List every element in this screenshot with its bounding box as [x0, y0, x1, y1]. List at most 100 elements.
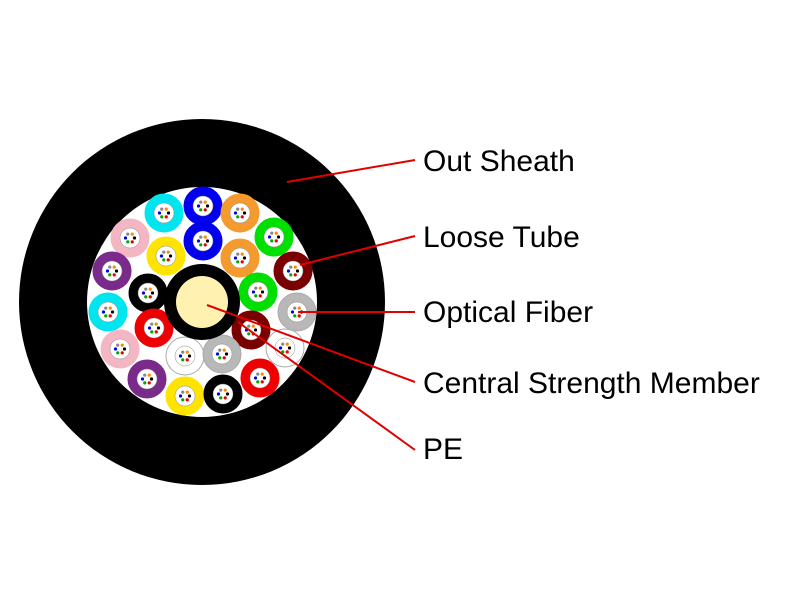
optical-fiber	[147, 326, 152, 330]
optical-fiber	[159, 254, 164, 258]
optical-fiber	[156, 326, 161, 330]
optical-fiber	[166, 250, 170, 254]
loose-tube-bore	[153, 202, 175, 224]
optical-fiber	[258, 294, 262, 298]
optical-fiber	[141, 291, 146, 295]
optical-fiber	[199, 208, 203, 212]
label-optical-fiber: Optical Fiber	[423, 296, 593, 329]
label-pe: PE	[423, 433, 463, 466]
optical-fiber	[236, 215, 240, 219]
optical-fiber	[289, 265, 293, 269]
optical-fiber	[236, 260, 240, 264]
optical-fiber	[181, 350, 185, 354]
loose-tube-bore	[192, 195, 214, 217]
optical-fiber	[187, 354, 192, 358]
optical-fiber	[181, 358, 185, 362]
optical-fiber	[293, 314, 297, 318]
optical-fiber	[219, 396, 223, 400]
loose-tube-purple	[92, 251, 132, 291]
optical-fiber	[199, 235, 203, 239]
optical-fiber	[278, 346, 283, 350]
loose-tube-bore	[282, 260, 304, 282]
optical-fiber	[240, 207, 244, 211]
label-out-sheath: Out Sheath	[423, 145, 575, 178]
loose-tube-bore	[174, 345, 196, 367]
optical-fiber	[126, 240, 130, 244]
loose-tube-bore	[212, 383, 234, 405]
leader-line-pe	[237, 321, 416, 451]
optical-fiber	[247, 332, 251, 336]
optical-fiber	[293, 306, 297, 310]
leader-line-central-strength-member	[206, 304, 416, 383]
optical-fiber	[219, 388, 223, 392]
optical-fiber	[215, 352, 220, 356]
optical-fiber	[108, 314, 112, 318]
optical-fiber	[148, 295, 152, 299]
loose-tube-green	[238, 272, 278, 312]
loose-tube-blue	[183, 221, 223, 261]
optical-fiber	[297, 306, 301, 310]
optical-fiber	[225, 392, 230, 396]
optical-fiber	[216, 392, 221, 396]
loose-tube-bore	[97, 301, 119, 323]
optical-fiber	[154, 330, 158, 334]
optical-fiber	[123, 236, 128, 240]
optical-fiber	[120, 351, 124, 355]
optical-fiber	[104, 306, 108, 310]
loose-tube-green	[254, 217, 294, 257]
loose-tube-group	[88, 186, 317, 416]
optical-fiber	[108, 265, 112, 269]
optical-fiber	[256, 380, 260, 384]
optical-fiber	[274, 239, 278, 243]
optical-fiber	[293, 265, 297, 269]
optical-fiber	[132, 236, 137, 240]
optical-fiber	[260, 380, 264, 384]
loose-tube-bore	[263, 226, 285, 248]
optical-fiber	[285, 342, 289, 346]
optical-fiber	[274, 231, 278, 235]
optical-fiber	[168, 254, 173, 258]
optical-fiber	[147, 381, 151, 385]
optical-fiber	[267, 235, 272, 239]
optical-fiber	[203, 243, 207, 247]
optical-fiber	[144, 287, 148, 291]
leader-line-out-sheath	[286, 159, 416, 183]
optical-fiber	[233, 211, 238, 215]
optical-fiber	[108, 306, 112, 310]
loose-tube-pink	[110, 218, 150, 258]
label-loose-tube: Loose Tube	[423, 221, 580, 254]
optical-fiber	[110, 310, 115, 314]
loose-tube-cyan	[88, 292, 128, 332]
optical-fiber	[253, 376, 258, 380]
leader-lines	[206, 159, 416, 451]
optical-fiber	[112, 273, 116, 277]
optical-fiber	[164, 207, 168, 211]
optical-fiber	[205, 204, 210, 208]
optical-fiber	[162, 250, 166, 254]
optical-fiber	[181, 398, 185, 402]
optical-fiber	[240, 252, 244, 256]
optical-fiber	[150, 322, 154, 326]
optical-fiber	[297, 314, 301, 318]
optical-fiber	[260, 290, 265, 294]
loose-tube-bore	[229, 247, 251, 269]
optical-fiber	[287, 346, 292, 350]
optical-fiber	[289, 273, 293, 277]
optical-fiber	[196, 204, 201, 208]
optical-fiber	[270, 239, 274, 243]
optical-fiber	[130, 240, 134, 244]
loose-tube-bore	[109, 338, 131, 360]
optical-fiber	[150, 330, 154, 334]
optical-fiber	[160, 215, 164, 219]
optical-fiber	[295, 269, 300, 273]
optical-fiber	[203, 235, 207, 239]
optical-fiber	[258, 286, 262, 290]
optical-fiber	[154, 322, 158, 326]
optical-fiber	[185, 350, 189, 354]
optical-fiber	[185, 390, 189, 394]
optical-fiber	[108, 273, 112, 277]
loose-tube-orange	[220, 193, 260, 233]
optical-fiber	[160, 207, 164, 211]
optical-fiber	[270, 231, 274, 235]
